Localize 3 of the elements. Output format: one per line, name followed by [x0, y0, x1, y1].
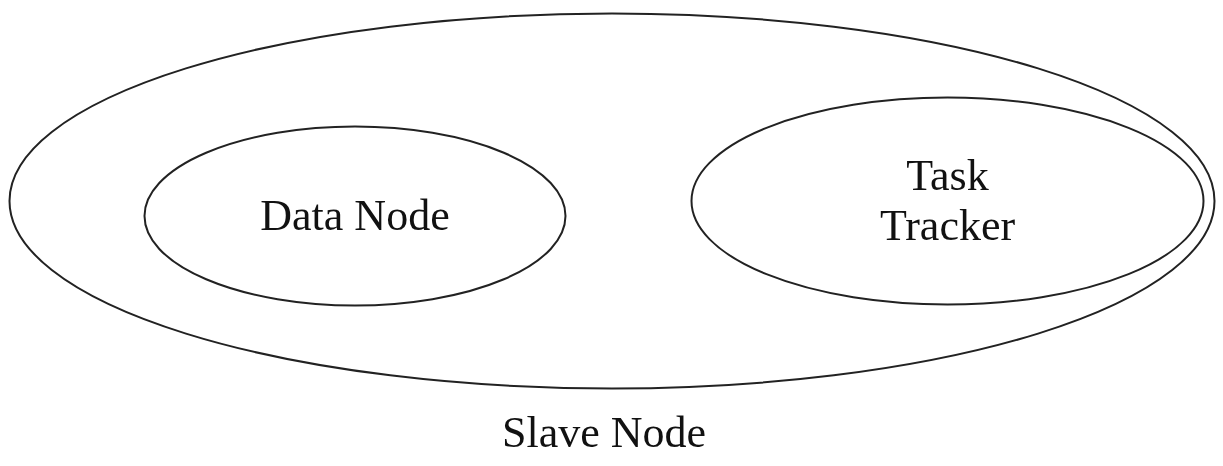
- caption-label: Slave Node: [500, 408, 708, 459]
- node-label: Data Node: [259, 190, 451, 242]
- node-label: Task Tracker: [878, 150, 1017, 252]
